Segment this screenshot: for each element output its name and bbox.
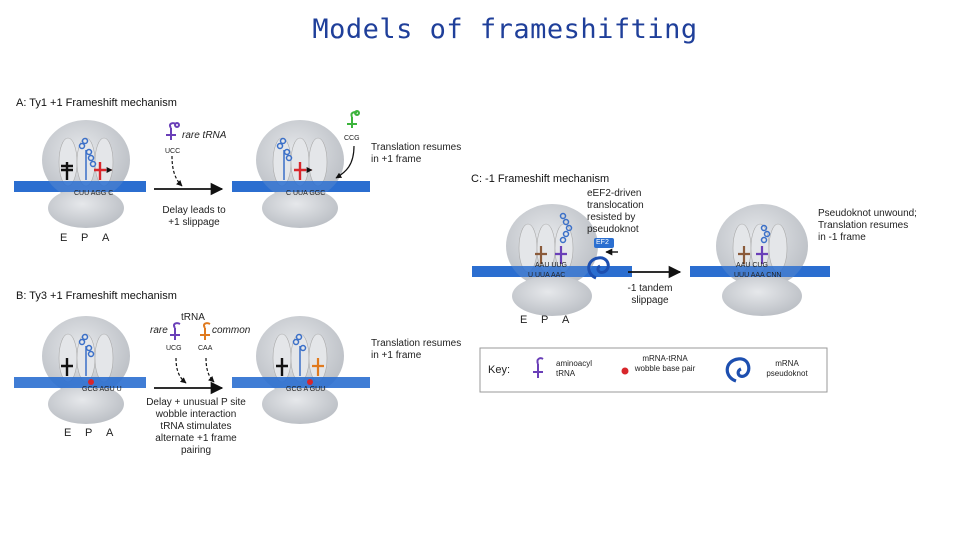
mrna-strand [14,377,146,388]
trna-blue [292,333,307,376]
mrna-strand [232,377,370,388]
site-e: E [520,314,528,326]
codon-sequence: GCG A GUU [286,386,326,393]
trna-purple [166,122,180,140]
eef2-label: eEF2-driven translocation resisted by ps… [587,188,644,235]
pseudoknot-icon [587,256,610,280]
trna-purple [555,246,567,264]
site-e: E [60,232,68,244]
trna-blue [760,224,771,244]
unwound-label: Pseudoknot unwound; Translation resumes … [818,208,917,243]
codon-sequence: AAU UUG [535,262,567,269]
resumes-label: Translation resumes in +1 frame [371,142,462,165]
panel-c-graphics [472,204,830,316]
dashed-arrow [171,155,183,187]
site-a: A [102,232,110,244]
ef2-tag-label: EF2 [596,239,609,246]
slippage-label: -1 tandem slippage [627,283,673,306]
site-p: P [85,427,93,439]
site-p: P [81,232,89,244]
trna-brown [535,246,547,264]
trna-red [294,162,313,180]
trna-blue [78,333,95,376]
site-a: A [106,427,114,439]
ribosome [256,120,344,228]
codon-label: CCG [344,135,360,142]
codon-sequence: UUU AAA CNN [734,272,782,279]
panel-c-title: C: -1 Frameshift mechanism [471,173,610,185]
trna-orange [200,322,211,340]
trna-red [94,162,113,180]
key-wobble-label: mRNA-tRNA wobble base pair [634,354,696,373]
panel-b-title: B: Ty3 +1 Frameshift mechanism [16,290,177,302]
wobble-dot [88,379,94,385]
trna-blue [559,212,573,244]
codon-sequence: C UUA GGC [286,190,326,197]
key-pseudoknot-label: mRNA pseudoknot [766,359,808,378]
site-a: A [562,314,570,326]
common-label: common [212,325,251,336]
key-trna-icon [533,357,544,378]
key-label: Key: [488,364,511,376]
codon-label: CAA [198,345,213,352]
trna-blue [78,137,97,180]
ribosome [506,204,598,316]
trna-purple [756,246,768,264]
trna-orange [312,358,324,376]
trna-green [347,110,360,128]
codon-sequence: AAU CUG [736,262,768,269]
codon-sequence: U UUA AAC [528,272,566,279]
site-p: P [541,314,549,326]
delay-label: Delay leads to +1 slippage [162,205,226,228]
dashed-arrow [335,145,355,179]
panel-a-graphics [14,110,370,228]
delay-label: Delay + unusual P site wobble interactio… [146,397,246,456]
ef2-tag [594,238,614,248]
dashed-arrow [175,357,187,384]
codon-sequence: GCG AGU U [82,386,122,393]
key-wobble-icon [621,367,629,375]
trna-blue [276,137,293,180]
key-box [479,347,828,393]
rare-label: rare [150,325,168,336]
slide-title: Models of frameshifting [312,14,698,45]
key-pseudoknot-icon [725,357,751,383]
trna-label: tRNA [181,312,205,323]
trna-black [61,162,73,180]
resumes-label: Translation resumes in +1 frame [371,338,462,361]
codon-label: UCC [165,148,181,155]
trna-purple [170,322,181,340]
trna-brown [738,246,750,264]
codon-sequence: CUU AGG C [74,190,114,197]
panel-a-title: A: Ty1 +1 Frameshift mechanism [16,97,177,109]
site-e: E [64,427,72,439]
key-graphics [479,347,828,393]
rare-trna-label: rare tRNA [182,130,227,141]
wobble-dot [307,379,313,385]
dashed-arrow [205,357,215,383]
codon-label: UCG [166,345,182,352]
panel-b-graphics [14,316,370,424]
trna-black [276,358,288,376]
key-aminoacyl-label: aminoacyl tRNA [556,359,593,378]
trna-black [61,358,73,376]
